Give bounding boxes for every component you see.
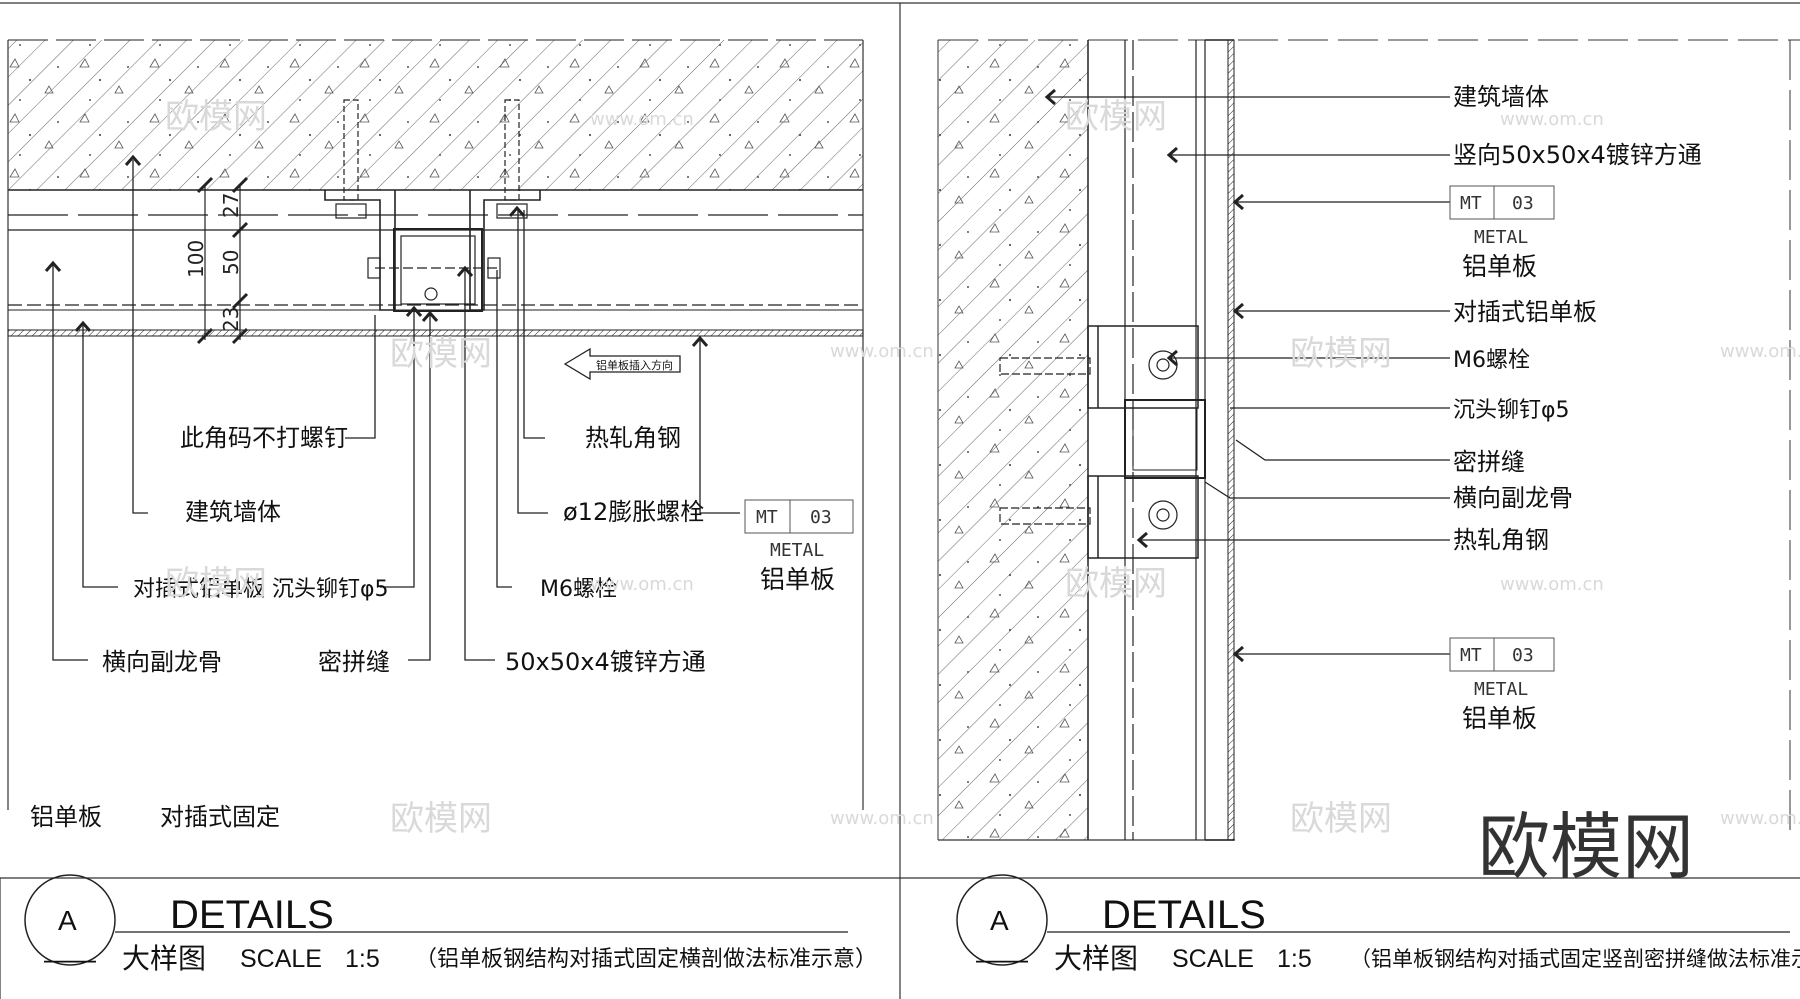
watermark-brand: 欧模网 — [1065, 97, 1167, 137]
title-description: （铝单板钢结构对插式固定横剖做法标准示意） — [415, 947, 877, 972]
watermark-url: www.om.cn — [1500, 574, 1604, 595]
right-leader-lines — [1048, 96, 1450, 655]
tag-name: 铝单板 — [1462, 704, 1537, 733]
title-scale-label: SCALE — [240, 945, 322, 973]
tag-type: METAL — [1474, 227, 1528, 248]
left-angle-steel — [324, 190, 541, 311]
label-corner-no-screw: 此角码不打螺钉 — [180, 424, 348, 452]
title-circle-sub: —— — [976, 944, 1028, 974]
bottom-note-fixing: 对插式固定 — [160, 803, 280, 831]
watermarks: 欧模网 www.om.cn 欧模网 www.om.cn 欧模网 www.om.c… — [165, 97, 1800, 839]
tag-code: MT — [756, 507, 778, 528]
r-label-rivet: 沉头铆钉φ5 — [1453, 398, 1570, 423]
right-angle-steel — [1087, 325, 1199, 559]
left-leader-ticks — [44, 154, 709, 347]
corner-logo: 欧模网 — [1478, 805, 1694, 889]
title-circle-letter: A — [990, 905, 1009, 936]
tag-name: 铝单板 — [1462, 252, 1537, 281]
tag-number: 03 — [1512, 645, 1534, 666]
left-dimension-chain — [196, 176, 249, 345]
left-material-tag: MT 03 METAL 铝单板 — [744, 499, 854, 594]
r-label-sub-keel: 横向副龙骨 — [1453, 484, 1573, 512]
watermark-brand: 欧模网 — [390, 799, 492, 839]
r-label-m6-bolt: M6螺栓 — [1453, 348, 1530, 373]
label-hot-rolled-angle: 热轧角钢 — [585, 424, 681, 452]
left-square-tube — [393, 228, 483, 312]
right-material-tag-1: MT 03 METAL 铝单板 — [1449, 185, 1555, 281]
label-building-wall: 建筑墙体 — [185, 498, 281, 526]
right-vertical-tube — [1124, 40, 1206, 840]
label-expansion-bolt: ø12膨胀螺栓 — [563, 498, 704, 526]
left-leader-lines — [52, 160, 740, 661]
r-label-panel: 对插式铝单板 — [1453, 298, 1597, 326]
watermark-url: www.om.cn — [590, 109, 694, 130]
dim-27: 27 — [219, 193, 243, 218]
title-scale-value: 1:5 — [345, 945, 380, 973]
right-aluminium-panel — [1227, 39, 1235, 841]
label-m6-bolt: M6螺栓 — [540, 577, 617, 602]
tag-code: MT — [1460, 193, 1482, 214]
left-expansion-bolts — [335, 99, 528, 219]
tag-name: 铝单板 — [760, 565, 835, 594]
watermark-url: www.om.cn — [830, 808, 934, 829]
r-label-building-wall: 建筑墙体 — [1453, 83, 1549, 111]
watermark-url: www.om.cn — [1720, 808, 1800, 829]
title-scale-value: 1:5 — [1277, 945, 1312, 973]
title-circle-sub: —— — [44, 944, 96, 974]
title-subheading: 大样图 — [1054, 942, 1138, 975]
watermark-url: www.om.cn — [590, 574, 694, 595]
watermark-url: www.om.cn — [830, 341, 934, 362]
left-aluminium-panel — [7, 329, 864, 337]
right-bolts — [999, 350, 1178, 530]
r-label-hot-rolled-angle: 热轧角钢 — [1453, 526, 1549, 554]
dim-100: 100 — [184, 240, 208, 278]
right-leader-ticks — [1044, 88, 1244, 663]
label-panel-rivet: 对插式铝单板 沉头铆钉φ5 — [133, 577, 389, 602]
r-label-vertical-tube: 竖向50x50x4镀锌方通 — [1453, 141, 1702, 169]
tag-code: MT — [1460, 645, 1482, 666]
watermark-url: www.om.cn — [1500, 109, 1604, 130]
dim-23: 23 — [219, 307, 243, 332]
left-detail: 27 50 100 23 铝单板插入方向 — [7, 39, 877, 975]
watermark-brand: 欧模网 — [390, 334, 492, 374]
title-scale-label: SCALE — [1172, 945, 1254, 973]
watermark-brand: 欧模网 — [1290, 799, 1392, 839]
watermark-brand: 欧模网 — [1290, 334, 1392, 374]
title-heading: DETAILS — [1102, 893, 1266, 937]
tag-type: METAL — [770, 540, 824, 561]
dim-50: 50 — [219, 250, 243, 275]
bottom-note-panel: 铝单板 — [30, 803, 102, 831]
label-tight-joint: 密拼缝 — [318, 648, 390, 676]
left-m6-bolt — [367, 257, 501, 301]
tag-number: 03 — [810, 507, 832, 528]
tag-number: 03 — [1512, 193, 1534, 214]
right-material-tag-2: MT 03 METAL 铝单板 — [1449, 637, 1555, 733]
watermark-brand: 欧模网 — [1065, 564, 1167, 604]
label-sub-keel: 横向副龙骨 — [102, 648, 222, 676]
watermark-brand: 欧模网 — [165, 564, 267, 604]
title-subheading: 大样图 — [122, 942, 206, 975]
insert-direction-label: 铝单板插入方向 — [596, 358, 673, 372]
insert-direction-arrow — [563, 347, 681, 381]
title-description: （铝单板钢结构对插式固定竖剖密拼缝做法标准示意） — [1350, 947, 1800, 971]
title-heading: DETAILS — [170, 893, 334, 937]
label-square-tube: 50x50x4镀锌方通 — [505, 648, 706, 676]
watermark-brand: 欧模网 — [165, 97, 267, 137]
right-sub-keel-tube — [1124, 399, 1206, 479]
title-circle-letter: A — [58, 905, 77, 936]
tag-type: METAL — [1474, 679, 1528, 700]
r-label-tight-joint: 密拼缝 — [1453, 448, 1525, 476]
watermark-url: www.om.cn — [1720, 341, 1800, 362]
left-title-block: A —— DETAILS 大样图 SCALE 1:5 （铝单板钢结构对插式固定横… — [24, 874, 877, 975]
right-title-block: A —— DETAILS 大样图 SCALE 1:5 （铝单板钢结构对插式固定竖… — [956, 874, 1800, 975]
right-detail: 建筑墙体 竖向50x50x4镀锌方通 对插式铝单板 M6螺栓 沉头铆钉φ5 密拼… — [937, 39, 1800, 975]
